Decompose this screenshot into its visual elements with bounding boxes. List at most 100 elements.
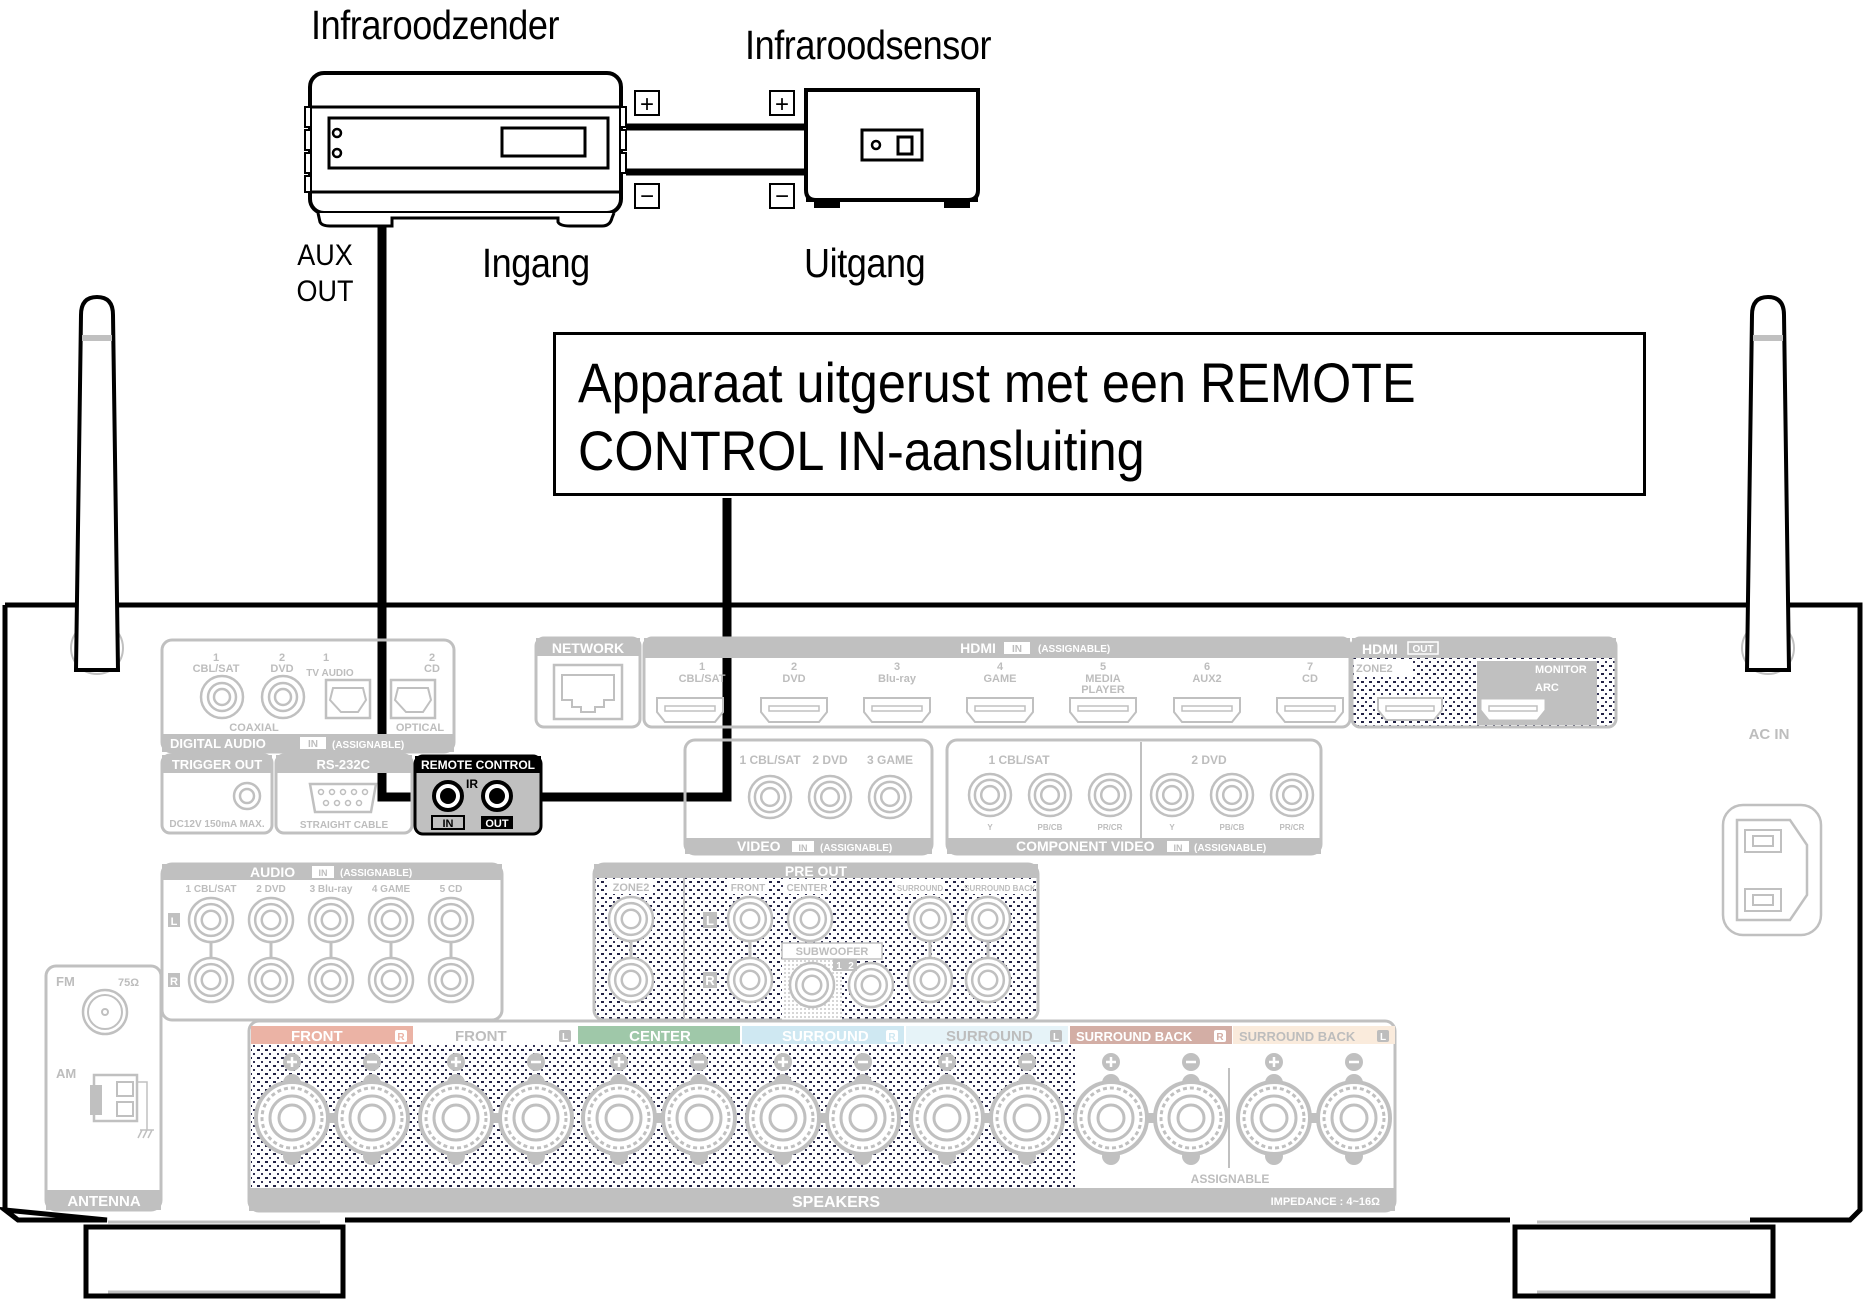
svg-text:L: L (706, 913, 714, 928)
svg-text:PRE OUT: PRE OUT (785, 863, 848, 879)
hdmi-in-port-num: 6 (1204, 661, 1210, 673)
speaker-channel-side: R (397, 1032, 405, 1043)
antenna-right (1741, 294, 1795, 675)
svg-text:TRIGGER OUT: TRIGGER OUT (172, 757, 262, 772)
component-channel-label: Y (987, 823, 993, 832)
component-jack-6 (1269, 772, 1315, 818)
hdmi-in-port-name: AUX2 (1192, 673, 1221, 685)
audio-in-label: 2 DVD (256, 884, 285, 895)
video-jack-3 (867, 774, 913, 820)
svg-text:(ASSIGNABLE): (ASSIGNABLE) (340, 868, 412, 879)
svg-text:FM: FM (56, 974, 75, 989)
remote-control-title: REMOTE CONTROL (421, 758, 535, 772)
transmitter-plus: + (640, 91, 654, 118)
hdmi-in-port-num: 5 (1100, 661, 1106, 673)
coaxial-jack-2 (260, 674, 306, 720)
output-label: Uitgang (804, 240, 926, 286)
pre-out-label: CENTER (786, 883, 828, 894)
speaker-channel-label: SURROUND BACK (1076, 1029, 1193, 1044)
component-video-panel: COMPONENT VIDEO IN (ASSIGNABLE) 1 CBL/SA… (945, 738, 1323, 856)
speaker-channel-side: R (888, 1032, 896, 1043)
ir-sensor-label: Infraroodsensor (745, 22, 992, 68)
component-jack-5 (1209, 772, 1255, 818)
sensor-plus: + (775, 91, 789, 118)
svg-text:IN: IN (1012, 644, 1022, 655)
pre-out-center (786, 895, 834, 943)
component-jack-1 (967, 772, 1013, 818)
speaker-channel-label: SURROUND (782, 1028, 869, 1045)
ac-in-panel: AC IN (1721, 726, 1823, 937)
speaker-terminal-minus (661, 1080, 737, 1156)
pre-out-zone2-L (607, 895, 655, 943)
aux-out-label: AUX OUT (289, 238, 361, 310)
speaker-channel-label: CENTER (629, 1028, 691, 1045)
speaker-terminal-plus (745, 1080, 821, 1156)
audio-in-jack-L-1 (187, 896, 235, 944)
svg-text:2: 2 (429, 652, 435, 664)
hdmi-in-port-num: 2 (791, 661, 797, 673)
svg-text:R: R (705, 973, 715, 988)
rs232c-panel: RS-232C STRAIGHT CABLE (274, 753, 414, 835)
component-channel-label: PB/CB (1220, 823, 1245, 832)
speaker-terminal-minus (825, 1080, 901, 1156)
audio-in-jack-R-1 (187, 956, 235, 1004)
optical-label: OPTICAL (396, 722, 445, 734)
receiver-chassis (0, 602, 1863, 1299)
speaker-channel-side: L (1380, 1032, 1386, 1043)
audio-in-jack-R-5 (427, 956, 475, 1004)
audio-in-jack-L-3 (307, 896, 355, 944)
speaker-terminal-minus (989, 1080, 1065, 1156)
digital-audio-title: DIGITAL AUDIO (170, 736, 266, 751)
pre-out-surround-back-R (964, 956, 1012, 1004)
svg-text:2: 2 (848, 961, 854, 972)
transmitter-minus: − (640, 183, 654, 210)
svg-text:AUDIO: AUDIO (250, 864, 295, 880)
input-label: Ingang (482, 240, 590, 286)
speaker-channel-3: CENTER (578, 1026, 740, 1165)
pre-out-surround-back-L (964, 895, 1012, 943)
hdmi-in-port-num: 3 (894, 661, 900, 673)
speaker-terminal-plus (418, 1080, 494, 1156)
speaker-channel-side: L (562, 1032, 568, 1043)
speaker-terminal-minus (334, 1080, 410, 1156)
pre-out-front-R (726, 956, 774, 1004)
svg-text:STRAIGHT CABLE: STRAIGHT CABLE (300, 820, 389, 831)
svg-text:(ASSIGNABLE): (ASSIGNABLE) (1038, 644, 1110, 655)
pre-out-label: SURROUND BACK (964, 884, 1036, 893)
speaker-terminal-plus (909, 1080, 985, 1156)
hdmi-in-panel: HDMI IN (ASSIGNABLE) 1CBL/SAT2DVD3Blu-ra… (642, 636, 1352, 729)
svg-text:L: L (171, 916, 178, 928)
svg-text:ZONE2: ZONE2 (1356, 663, 1393, 675)
speaker-terminal-plus (581, 1080, 657, 1156)
audio-in-jack-R-2 (247, 956, 295, 1004)
speakers-assignable: ASSIGNABLE (1191, 1172, 1270, 1186)
component-jack-3 (1087, 772, 1133, 818)
svg-text:AM: AM (56, 1066, 76, 1081)
hdmi-in-port-name: CBL/SAT (679, 673, 726, 685)
video-jack-1 (747, 774, 793, 820)
svg-text:1: 1 (836, 961, 842, 972)
speaker-channel-label: SURROUND (946, 1028, 1033, 1045)
component-channel-label: Y (1169, 823, 1175, 832)
svg-text:DC12V 150mA MAX.: DC12V 150mA MAX. (169, 819, 264, 830)
speaker-terminal-plus (254, 1080, 330, 1156)
svg-text:1 CBL/SAT: 1 CBL/SAT (988, 753, 1050, 767)
component-channel-label: PB/CB (1038, 823, 1063, 832)
svg-text:2 DVD: 2 DVD (812, 753, 848, 767)
digital-audio-panel: DIGITAL AUDIO IN (ASSIGNABLE) 1 CBL/SAT … (160, 638, 456, 754)
aux-out-line1: AUX (297, 239, 353, 272)
pre-out-subwoofer-1 (788, 961, 836, 1009)
svg-text:HDMI: HDMI (960, 640, 996, 656)
svg-text:DVD: DVD (270, 663, 293, 675)
callout-text: Apparaat uitgerust met een REMOTE CONTRO… (578, 349, 1416, 485)
speakers-panel: SPEAKERS IMPEDANCE : 4~16Ω ASSIGNABLE FR… (247, 1019, 1397, 1213)
